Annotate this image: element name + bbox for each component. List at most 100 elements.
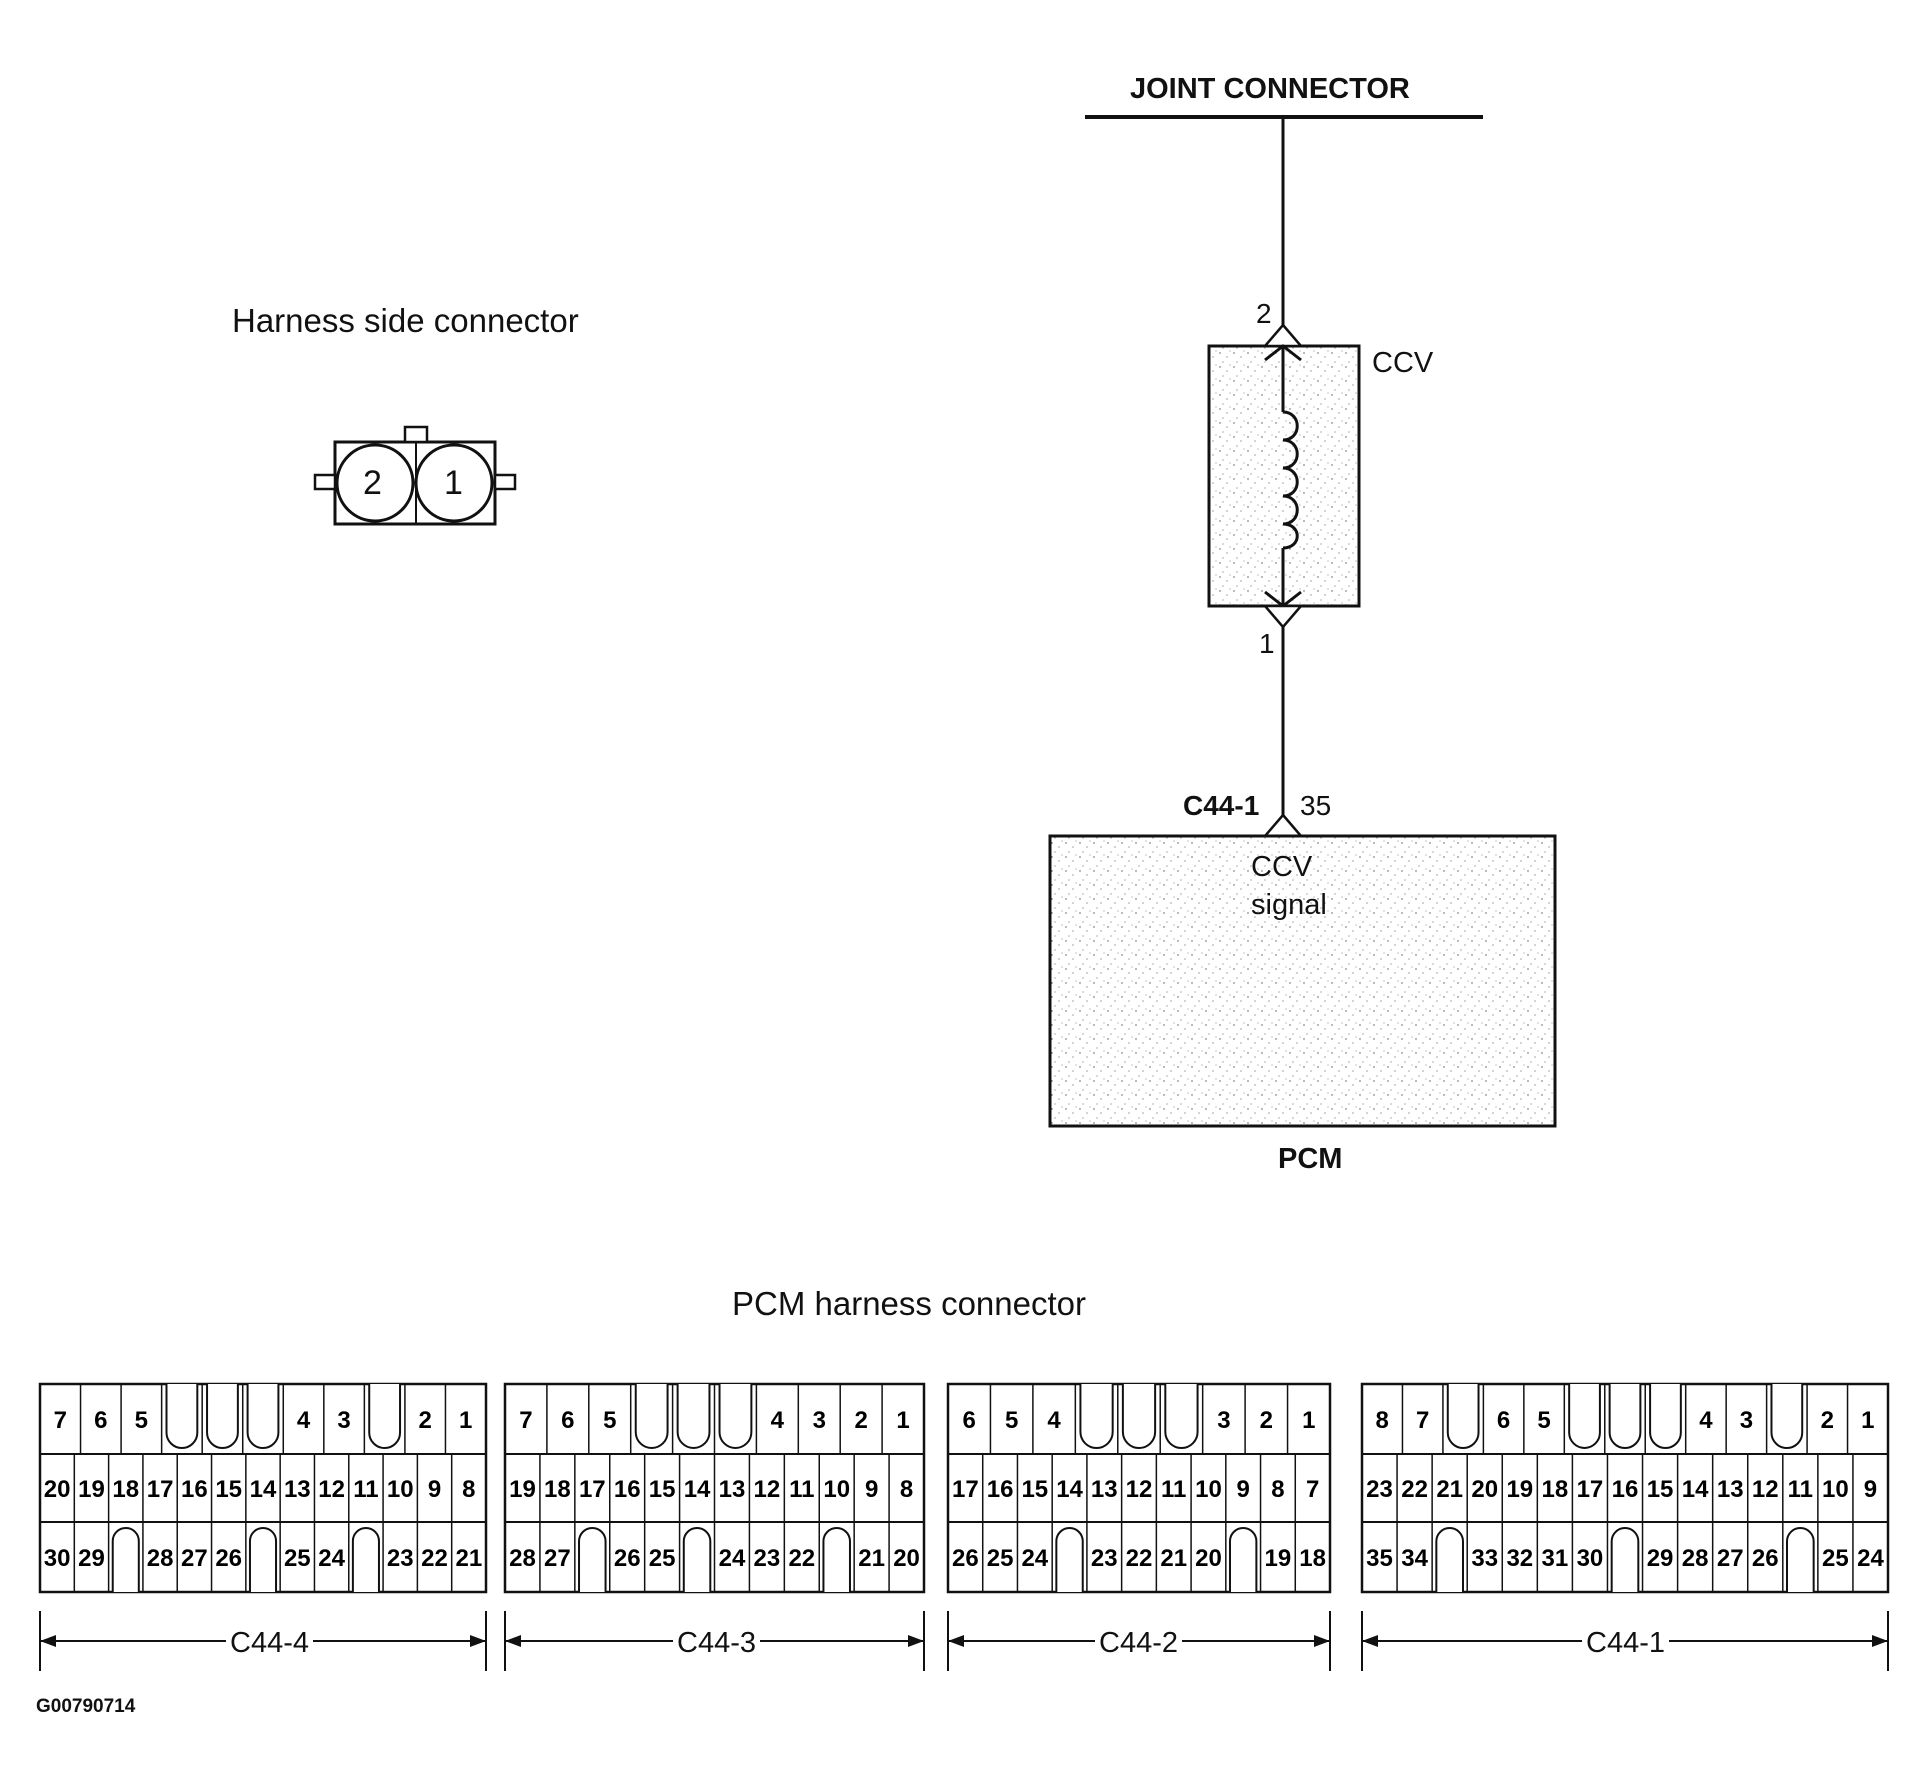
pin-number: 5 — [603, 1407, 616, 1434]
pin-number: 21 — [858, 1545, 885, 1572]
key-notch — [248, 1527, 278, 1592]
key-notch — [1446, 1384, 1480, 1449]
pin-number: 12 — [1752, 1476, 1779, 1503]
key-notch — [368, 1384, 402, 1449]
pin-number: 11 — [1161, 1476, 1186, 1503]
pcm-terminal-35 — [1262, 813, 1304, 838]
pin-number: 16 — [181, 1476, 208, 1503]
pin-number: 6 — [963, 1407, 976, 1434]
harness-side-title: Harness side connector — [232, 302, 579, 339]
pin-number: 18 — [1299, 1545, 1326, 1572]
pin-number: 2 — [1821, 1407, 1834, 1434]
pin-number: 18 — [112, 1476, 139, 1503]
pin-number: 34 — [1401, 1545, 1428, 1572]
harness-pin-2-label: 2 — [363, 464, 382, 502]
pin-number: 20 — [893, 1545, 920, 1572]
schematic — [1048, 115, 1557, 1128]
key-notch — [1608, 1384, 1642, 1449]
pin-number: 6 — [1497, 1407, 1510, 1434]
pin-number: 5 — [135, 1407, 148, 1434]
key-notch — [1786, 1527, 1815, 1592]
pin-number: 29 — [1647, 1545, 1674, 1572]
pin-number: 9 — [865, 1476, 878, 1503]
pin-number: 25 — [1822, 1545, 1849, 1572]
pin-number: 22 — [788, 1545, 815, 1572]
pin-number: 23 — [1366, 1476, 1393, 1503]
key-notch — [1435, 1527, 1464, 1592]
key-notch — [351, 1527, 380, 1592]
key-notch — [578, 1527, 607, 1592]
key-notch — [634, 1384, 669, 1449]
pin-number: 14 — [1682, 1476, 1709, 1503]
pin-number: 11 — [1788, 1476, 1813, 1503]
pin-number: 14 — [250, 1476, 277, 1503]
pin-number: 8 — [1376, 1407, 1389, 1434]
key-notch — [1770, 1384, 1804, 1449]
pin-number: 10 — [387, 1476, 414, 1503]
pin-number: 12 — [318, 1476, 345, 1503]
pin-number: 26 — [215, 1545, 242, 1572]
pin-number: 2 — [854, 1407, 867, 1434]
pin-number: 13 — [1717, 1476, 1744, 1503]
pin-number: 28 — [509, 1545, 536, 1572]
key-notch — [206, 1384, 239, 1449]
key-notch — [822, 1527, 851, 1592]
joint-connector-label: JOINT CONNECTOR — [1130, 73, 1410, 105]
connector-c44-1-label: C44-1 — [1582, 1629, 1669, 1658]
pin-number: 26 — [614, 1545, 641, 1572]
figure-id: G00790714 — [36, 1696, 136, 1717]
pin-number: 28 — [1682, 1545, 1709, 1572]
pcm-box — [1048, 834, 1557, 1128]
pin-number: 1 — [896, 1407, 909, 1434]
pin-number: 4 — [1047, 1407, 1061, 1434]
harness-pin-1-label: 1 — [444, 464, 463, 502]
pin-number: 12 — [754, 1476, 781, 1503]
key-notch — [111, 1527, 140, 1592]
pin-number: 15 — [1021, 1476, 1048, 1503]
key-notch — [1055, 1527, 1084, 1592]
pin-number: 4 — [297, 1407, 311, 1434]
pin-number: 31 — [1542, 1545, 1569, 1572]
pin-number: 6 — [561, 1407, 574, 1434]
pcm-connector-label: C44-1 — [1183, 790, 1260, 821]
pcm-pin-label: 35 — [1300, 790, 1332, 821]
pin-number: 7 — [1416, 1407, 1429, 1434]
harness-pin-2 — [335, 443, 415, 523]
key-notch — [165, 1384, 199, 1449]
pin-number: 4 — [771, 1407, 785, 1434]
connector-c44-4-label: C44-4 — [226, 1629, 313, 1658]
pin-number: 30 — [1577, 1545, 1604, 1572]
pin-number: 27 — [181, 1545, 208, 1572]
pin-number: 21 — [1160, 1545, 1187, 1572]
pin-number: 20 — [1195, 1545, 1222, 1572]
pin-number: 1 — [1861, 1407, 1874, 1434]
pin-number: 22 — [1126, 1545, 1153, 1572]
pin-number: 16 — [614, 1476, 641, 1503]
pin-number: 25 — [649, 1545, 676, 1572]
pin-number: 8 — [900, 1476, 913, 1503]
key-notch — [676, 1384, 711, 1449]
pin-number: 27 — [544, 1545, 571, 1572]
pcm-label: PCM — [1278, 1143, 1343, 1175]
key-notch — [1649, 1384, 1682, 1449]
harness-pin-1 — [414, 443, 494, 523]
pcm-harness-title: PCM harness connector — [732, 1285, 1086, 1322]
pin-number: 6 — [94, 1407, 107, 1434]
pin-number: 23 — [1091, 1545, 1118, 1572]
pin-number: 5 — [1537, 1407, 1550, 1434]
pin-number: 10 — [823, 1476, 850, 1503]
pin-number: 24 — [318, 1545, 345, 1572]
pin-number: 20 — [44, 1476, 71, 1503]
pin-number: 23 — [754, 1545, 781, 1572]
pin-number: 7 — [54, 1407, 67, 1434]
pin-number: 19 — [509, 1476, 536, 1503]
pin-number: 26 — [952, 1545, 979, 1572]
pin-number: 3 — [337, 1407, 350, 1434]
pin-number: 18 — [1542, 1476, 1569, 1503]
pin-number: 35 — [1366, 1545, 1393, 1572]
pin-number: 16 — [1612, 1476, 1639, 1503]
